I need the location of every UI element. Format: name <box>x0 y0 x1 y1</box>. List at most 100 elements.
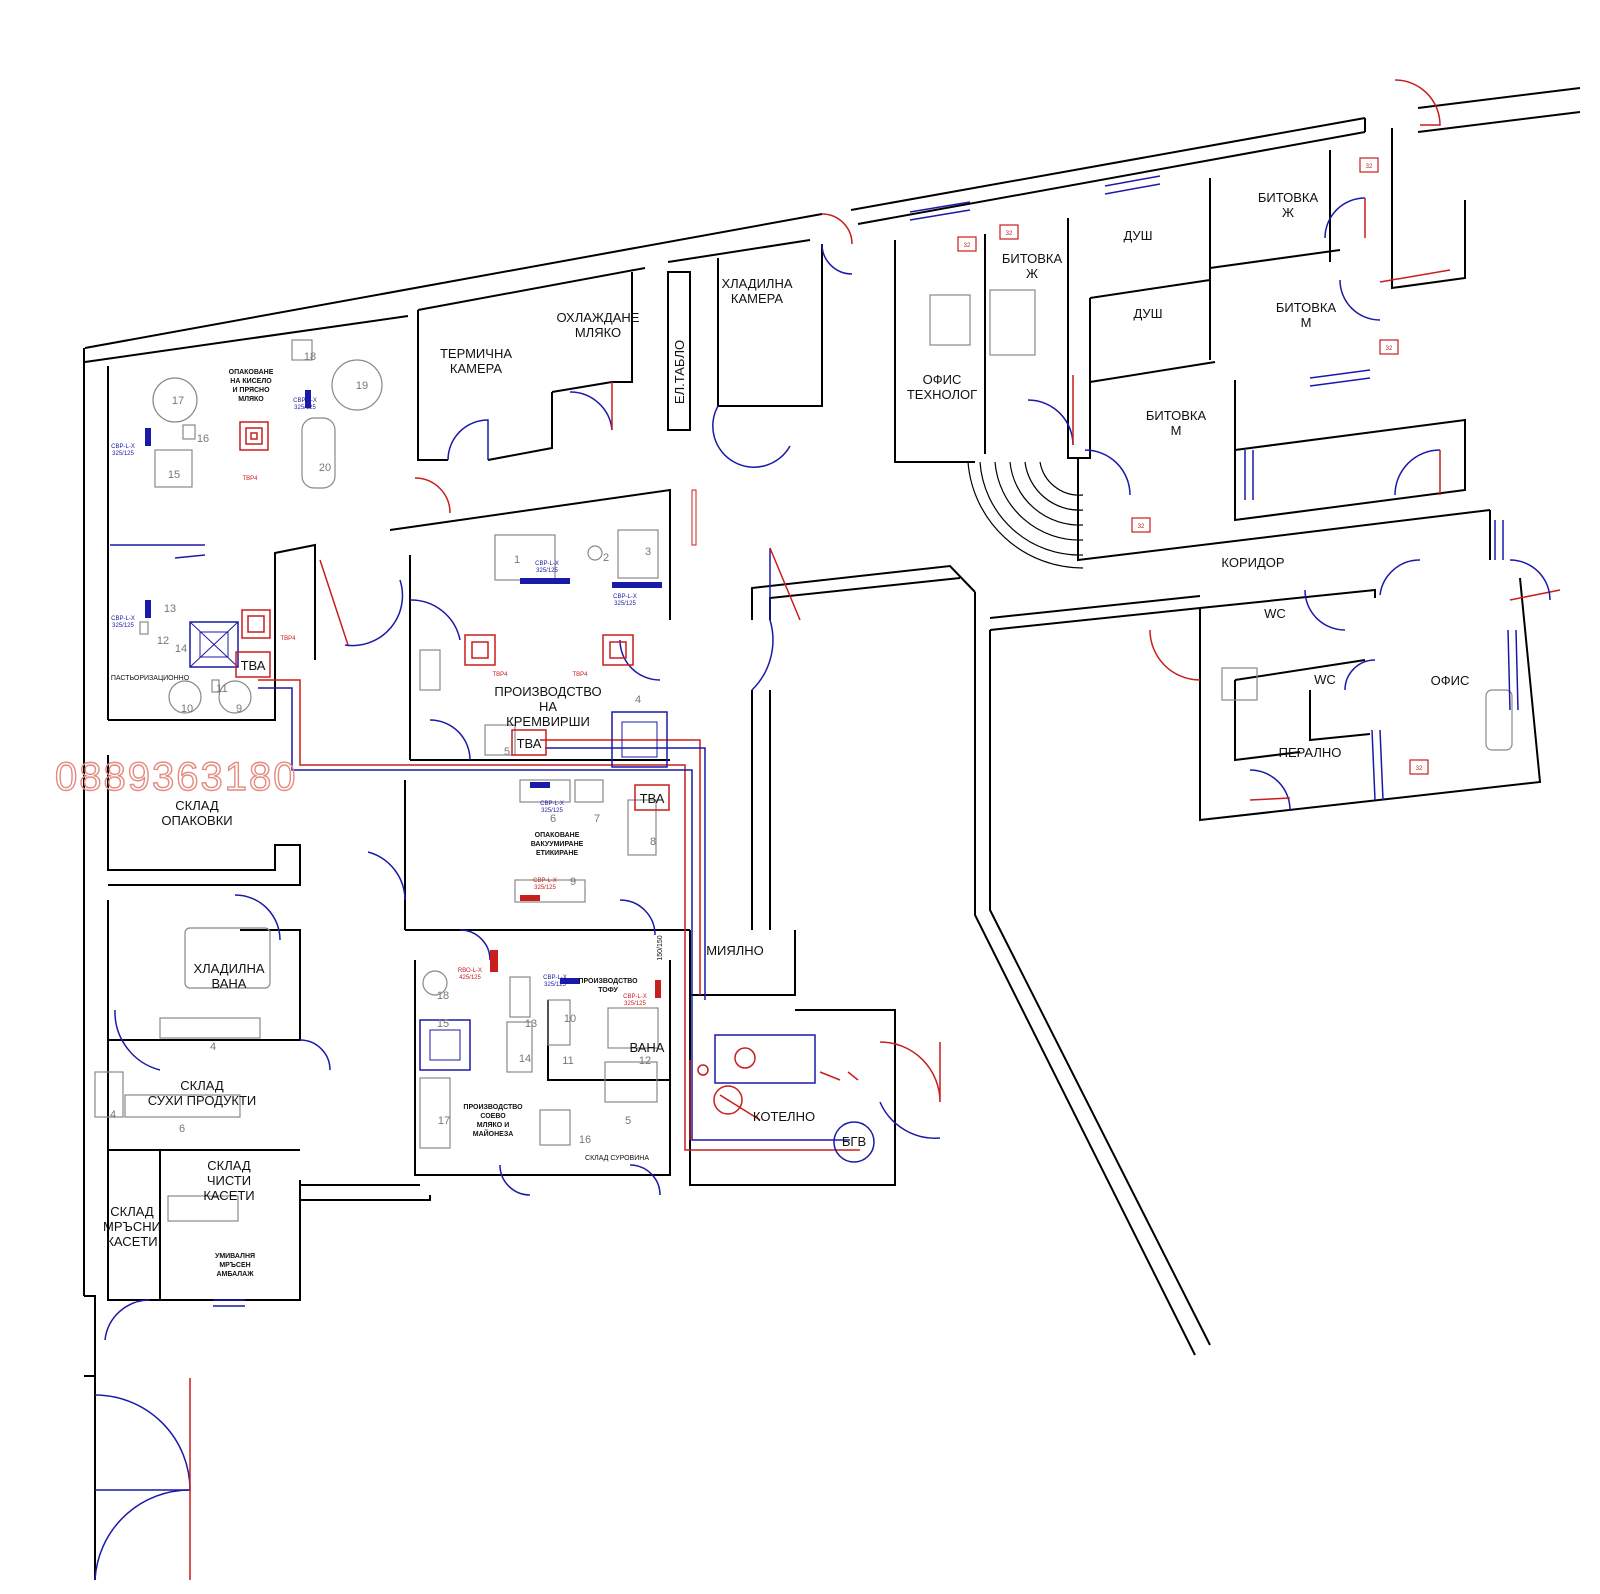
equipment-number: 10 <box>564 1013 576 1025</box>
equipment-number: 11 <box>562 1055 573 1067</box>
equipment-number: 4 <box>110 1109 116 1121</box>
equipment-number: 11 <box>216 683 227 695</box>
phone-watermark: 0889363180 <box>55 755 297 799</box>
equipment-number: 4 <box>210 1041 216 1053</box>
tva-box-3 <box>634 784 670 811</box>
rad-code-6: 32 <box>1416 766 1423 772</box>
equipment-number: 15 <box>168 469 180 481</box>
rad-code-1: 32 <box>964 243 971 249</box>
svr-size-9: 325/125 <box>624 1001 646 1007</box>
svr-size-5: 325/125 <box>614 601 636 607</box>
equipment-number: 19 <box>356 380 368 392</box>
equipment-number: 1 <box>514 554 520 566</box>
equipment-number: 14 <box>175 643 187 655</box>
duct-label: 150/150 <box>657 935 664 960</box>
equipment-number: 16 <box>579 1134 591 1146</box>
equipment-number: 17 <box>438 1115 450 1127</box>
room-label-vana: ВАНА <box>630 1040 665 1055</box>
svr-size-1: 325/125 <box>112 451 134 457</box>
room-label-koridor: КОРИДОР <box>1221 555 1284 570</box>
room-label-wc-1: WC <box>1264 606 1286 621</box>
equipment-number: 16 <box>197 433 209 445</box>
tvr4-label-4: ТВР4 <box>572 672 588 678</box>
svr-size-2: 325/125 <box>294 405 316 411</box>
equipment-number: 13 <box>164 603 176 615</box>
room-label-kotelno: КОТЕЛНО <box>753 1109 815 1124</box>
rad-code-2: 32 <box>1006 231 1013 237</box>
small-label-pasteurization: ПАСТЬОРИЗАЦИОННО <box>111 675 190 682</box>
equipment-number: 18 <box>437 990 449 1002</box>
equipment-number: 4 <box>635 694 641 706</box>
tva-label-1: ТВА <box>241 658 266 673</box>
rad-code-5: 32 <box>1138 524 1145 530</box>
tvr4-heater-2 <box>241 609 271 639</box>
tva-box-2 <box>511 729 547 756</box>
equipment-number: 20 <box>319 462 331 474</box>
equipment-number: 18 <box>304 351 316 363</box>
equipment-number: 9 <box>236 703 242 715</box>
equipment-number: 12 <box>639 1055 651 1067</box>
bgv-label: БГВ <box>842 1134 866 1149</box>
svr-code-2: СВР-L-X <box>293 398 317 404</box>
rvo-code: RВО-L-X <box>458 968 482 974</box>
equipment <box>94 289 1513 1222</box>
tvr4-label-2: ТВР4 <box>280 636 296 642</box>
svr-size-7: 325/125 <box>534 885 556 891</box>
pipes <box>258 679 860 1151</box>
room-label-el-tablo: ЕЛ.ТАБЛО <box>672 340 687 404</box>
walls <box>83 87 1581 1580</box>
unit-labels: ТВА ТВА ТВА БГВ ТВР4 ТВР4 ТВР4 ТВР4 СВР-… <box>111 164 1423 1149</box>
cooler-3 <box>419 1019 471 1071</box>
equipment-number: 6 <box>179 1123 185 1135</box>
small-label-sklad-surovina: СКЛАД СУРОВИНА <box>585 1155 649 1162</box>
room-label-peralno: ПЕРАЛНО <box>1279 745 1342 760</box>
svr-code-8: СВР-L-X <box>543 975 567 981</box>
equipment-number: 9 <box>570 876 576 888</box>
tvr4-label-1: ТВР4 <box>242 476 258 482</box>
rad-code-3: 32 <box>1366 164 1373 170</box>
equipment-number: 2 <box>603 552 609 564</box>
room-label-mialno: МИЯЛНО <box>706 943 764 958</box>
equipment-number: 5 <box>625 1115 631 1127</box>
doors <box>94 79 1561 1581</box>
equipment-number: 13 <box>525 1018 537 1030</box>
tvr4-heater-1 <box>239 421 269 451</box>
equipment-number: 3 <box>645 546 651 558</box>
tva-label-3: ТВА <box>640 791 665 806</box>
room-label-ofis: ОФИС <box>1431 673 1470 688</box>
svr-size-3: 325/125 <box>112 623 134 629</box>
equipment-number: 7 <box>594 813 600 825</box>
cooler-1 <box>189 621 239 668</box>
tvr4-heater-4 <box>602 634 634 666</box>
rvo-size: 425/125 <box>459 975 481 981</box>
svr-code-5: СВР-L-X <box>613 594 637 600</box>
tva-label-2: ТВА <box>517 736 542 751</box>
svr-size-6: 325/125 <box>541 808 563 814</box>
equipment-number: 12 <box>157 635 169 647</box>
stairs <box>967 461 1084 569</box>
equipment-number: 5 <box>504 746 510 758</box>
svr-code-3: СВР-L-X <box>111 616 135 622</box>
equipment-number: 6 <box>550 813 556 825</box>
svr-size-8: 325/125 <box>544 982 566 988</box>
svr-code-7: СВР-L-X <box>533 878 557 884</box>
